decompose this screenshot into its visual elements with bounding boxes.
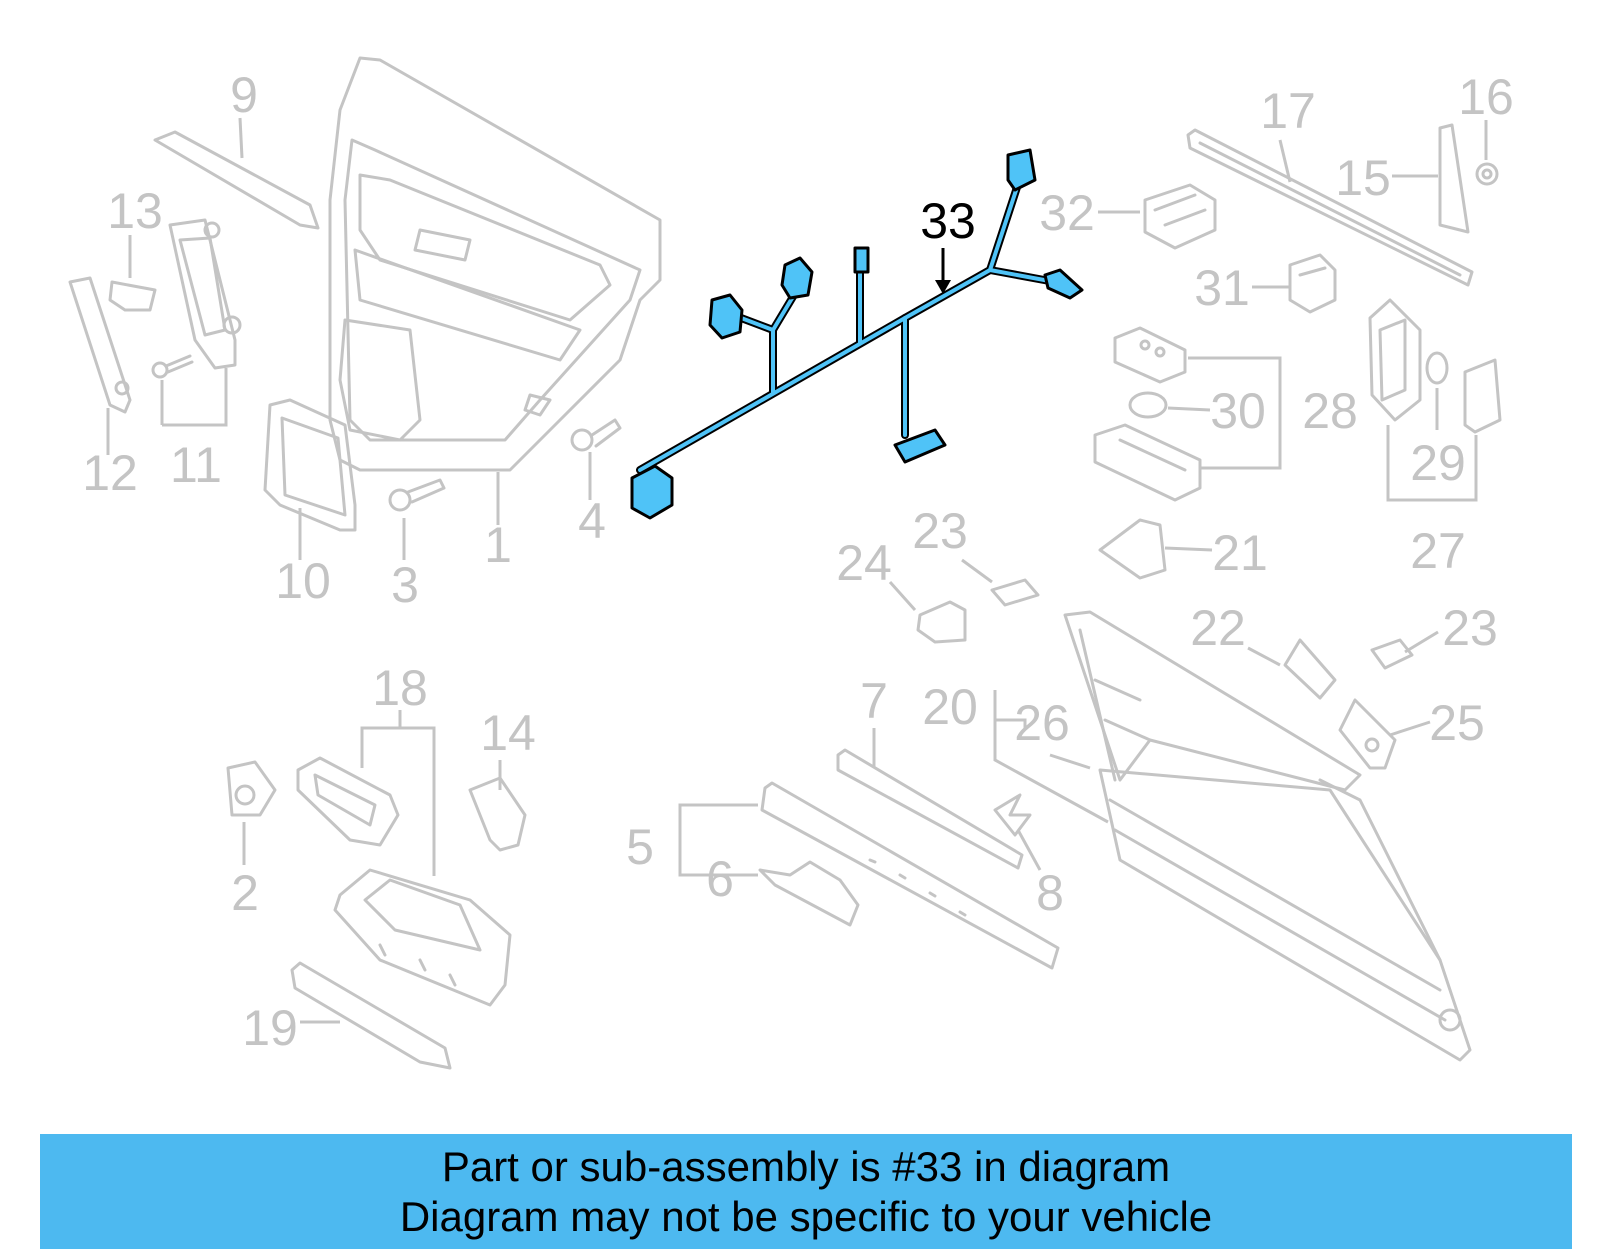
harness-connector-top-c xyxy=(853,246,870,274)
callout-numbers: 9 13 12 11 10 3 1 4 17 16 15 32 31 30 28… xyxy=(82,67,1514,1056)
part-23-clip-a xyxy=(990,578,1040,607)
part-16-plug xyxy=(1475,162,1499,186)
harness-connector-top-b xyxy=(780,256,814,300)
part-14-cap xyxy=(468,776,527,852)
callout-20: 20 xyxy=(922,679,978,735)
part-30-switch-housing xyxy=(1113,326,1187,384)
part-3-screw xyxy=(388,478,446,512)
callout-12: 12 xyxy=(82,445,138,501)
part-8-clip xyxy=(993,793,1032,837)
caption-line-1: Part or sub-assembly is #33 in diagram xyxy=(441,1143,1171,1190)
part-17-weatherstrip xyxy=(1186,128,1474,287)
part-21-cover xyxy=(1098,518,1167,580)
callout-5: 5 xyxy=(626,819,654,875)
callout-17: 17 xyxy=(1260,83,1316,139)
callout-22: 22 xyxy=(1190,600,1246,656)
callout-26: 26 xyxy=(1014,695,1070,751)
callout-6: 6 xyxy=(706,851,734,907)
callout-30: 30 xyxy=(1210,383,1266,439)
caption-banner: Part or sub-assembly is #33 in diagram D… xyxy=(40,1134,1572,1249)
callout-10: 10 xyxy=(275,553,331,609)
part-10-cover xyxy=(263,398,357,532)
part-2-bracket xyxy=(226,760,277,817)
callout-32: 32 xyxy=(1039,185,1095,241)
part-33-wiring-harness[interactable] xyxy=(630,148,1084,520)
callout-18: 18 xyxy=(372,660,428,716)
part-27-bracket xyxy=(1368,298,1422,422)
part-32-switch xyxy=(1143,183,1217,250)
callout-33: 33 xyxy=(920,193,976,249)
callout-31: 31 xyxy=(1194,260,1250,316)
callout-9: 9 xyxy=(230,67,258,123)
part-31-switch xyxy=(1288,253,1337,314)
harness-connector-top-a xyxy=(708,293,744,340)
callout-25: 25 xyxy=(1429,695,1485,751)
callout-23b: 23 xyxy=(1442,600,1498,656)
callout-27: 27 xyxy=(1410,523,1466,579)
callout-11: 11 xyxy=(170,437,222,493)
callout-15: 15 xyxy=(1335,150,1391,206)
callout-23a: 23 xyxy=(912,503,968,559)
callout-3: 3 xyxy=(391,557,419,613)
part-27-connector xyxy=(1463,358,1502,434)
callout-29: 29 xyxy=(1410,435,1466,491)
callout-4: 4 xyxy=(578,493,606,549)
callout-16: 16 xyxy=(1458,69,1514,125)
part-19-trim xyxy=(290,961,452,1070)
part-15-trim xyxy=(1438,123,1470,234)
callout-24: 24 xyxy=(836,535,892,591)
leader-lines xyxy=(106,117,1488,1024)
harness-connector-top-d xyxy=(1006,148,1037,192)
caption-line-2: Diagram may not be specific to your vehi… xyxy=(399,1193,1213,1240)
part-4-clip xyxy=(570,418,622,452)
leader-33-arrowhead xyxy=(935,280,951,294)
callout-8: 8 xyxy=(1036,865,1064,921)
part-5-sill-strip xyxy=(760,781,1060,970)
harness-connector-door-plug xyxy=(630,464,674,520)
callout-14: 14 xyxy=(480,705,536,761)
callout-13: 13 xyxy=(107,183,163,239)
callout-7: 7 xyxy=(860,673,888,729)
part-7-strip xyxy=(836,748,1024,870)
part-6-bracket xyxy=(758,860,860,927)
callout-28: 28 xyxy=(1302,383,1358,439)
part-23-clip-b xyxy=(1370,638,1414,670)
part-11-handle-bracket xyxy=(168,218,242,370)
callout-1: 1 xyxy=(484,517,512,573)
part-29-bulb xyxy=(1425,351,1449,385)
part-30-bulb xyxy=(1128,391,1168,419)
part-11-screw xyxy=(151,354,194,379)
callout-19: 19 xyxy=(242,1000,298,1056)
callout-21: 21 xyxy=(1212,525,1268,581)
part-13-clip xyxy=(108,280,157,312)
part-18-handle-cup xyxy=(296,756,400,847)
part-25-bracket xyxy=(1338,698,1397,770)
part-12-trim xyxy=(68,276,132,414)
callout-2: 2 xyxy=(231,865,259,921)
part-18-armrest xyxy=(333,868,512,1007)
harness-connector-bottom xyxy=(893,428,947,464)
part-28-switch-panel xyxy=(1093,423,1202,502)
part-22-clip xyxy=(1283,638,1337,700)
part-26-door-module xyxy=(1063,610,1472,1062)
part-24-clip xyxy=(916,600,967,644)
harness-connector-right xyxy=(1043,268,1084,300)
part-9-trim-strip xyxy=(153,130,320,230)
part-1-door-trim-panel xyxy=(328,56,662,472)
